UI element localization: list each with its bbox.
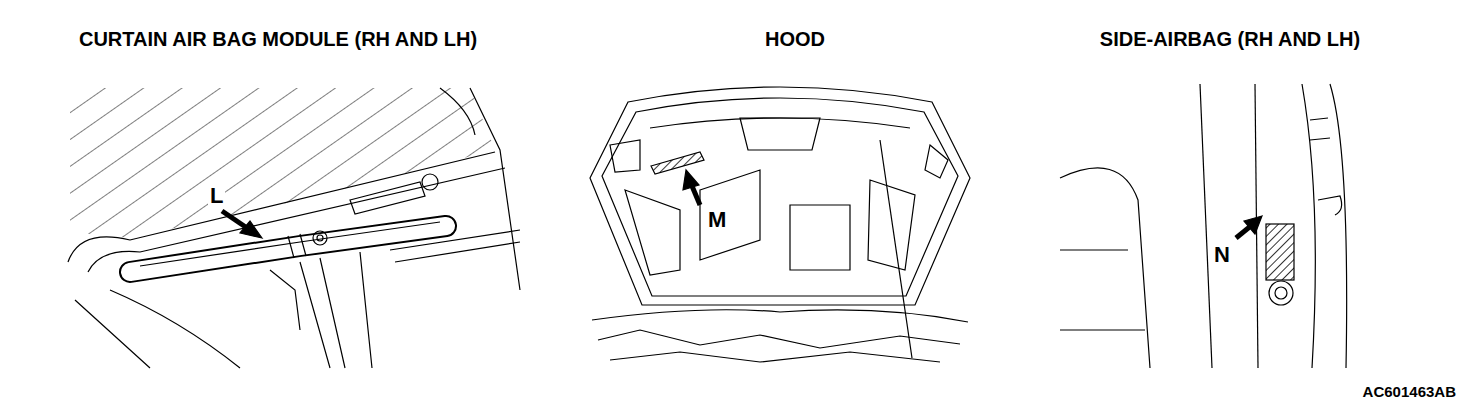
panel-heading: SIDE-AIRBAG (RH AND LH): [1098, 28, 1362, 50]
panel-heading: CURTAIN AIR BAG MODULE (RH AND LH): [77, 28, 479, 50]
callout-letter: M: [706, 208, 728, 232]
figure-code: AC601463AB: [1361, 384, 1458, 401]
hood-view: [590, 87, 970, 362]
side-airbag-view: [1060, 84, 1347, 368]
curtain-airbag-view: [60, 84, 520, 368]
callout-letter: N: [1212, 243, 1232, 267]
panel-heading: HOOD: [763, 28, 827, 50]
callout-letter: L: [208, 184, 225, 208]
